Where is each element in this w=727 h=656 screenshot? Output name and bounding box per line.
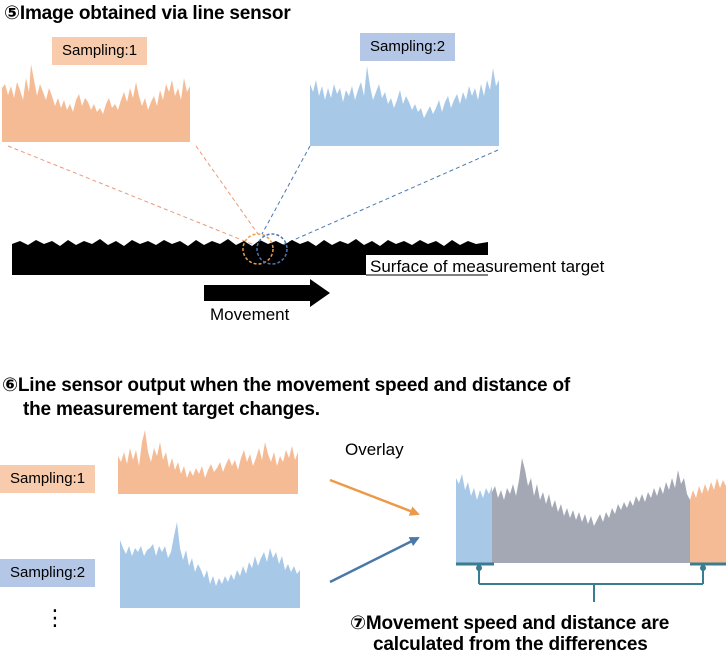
projection-lines xyxy=(7,145,499,247)
section-6-title-line2: the measurement target changes. xyxy=(23,399,320,420)
top-sampling-1-label: Sampling:1 xyxy=(52,37,148,65)
overlay-overlap-segment xyxy=(492,458,690,563)
vertical-ellipsis-icon: ⋮ xyxy=(44,605,66,630)
top-sampling-2-label: Sampling:2 xyxy=(360,33,456,61)
bottom-sampling-1-label: Sampling:1 xyxy=(0,465,96,493)
bracket-dot-left xyxy=(476,565,482,571)
surface-label: Surface of measurement target xyxy=(370,257,605,276)
overlay-label: Overlay xyxy=(345,440,404,459)
movement-label: Movement xyxy=(210,305,290,324)
bracket-dot-right xyxy=(700,565,706,571)
section-6-title-line1: ⑥Line sensor output when the movement sp… xyxy=(2,375,571,396)
overlay-blue-segment xyxy=(456,474,492,563)
section-7-title-line2: calculated from the differences xyxy=(373,634,648,655)
overlay-arrow-orange xyxy=(329,478,420,516)
sample-circle-orange xyxy=(242,233,274,265)
right-arrow-icon xyxy=(204,279,330,307)
top-sampling-1-waveform xyxy=(2,64,190,142)
sample-circle-blue xyxy=(256,233,288,265)
bottom-sampling-2-label: Sampling:2 xyxy=(0,559,96,587)
top-sampling-2-waveform xyxy=(310,66,499,146)
section-5-title: ⑤Image obtained via line sensor xyxy=(4,3,291,24)
bottom-sampling-1-waveform xyxy=(118,430,298,494)
difference-bracket xyxy=(456,562,726,602)
overlay-orange-segment xyxy=(690,478,726,563)
measurement-surface xyxy=(12,239,488,275)
bottom-sampling-2-waveform xyxy=(120,522,300,608)
section-7-title-line1: ⑦Movement speed and distance are xyxy=(350,613,670,634)
overlay-arrow-blue xyxy=(329,536,420,584)
